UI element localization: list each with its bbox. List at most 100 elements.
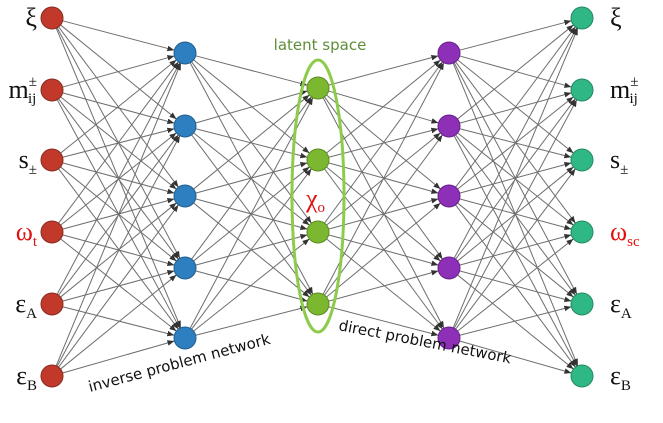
label-subscript: ij: [28, 91, 36, 107]
connection-edge: [55, 62, 182, 367]
input-node: [40, 148, 64, 172]
connection-edge: [322, 62, 445, 295]
label-main: ξ: [610, 3, 622, 32]
output-variable-label: ωsc: [610, 217, 640, 250]
connection-edge: [58, 168, 179, 330]
latent-node: [306, 220, 330, 244]
connection-edge: [455, 168, 576, 330]
connection-edge: [453, 135, 578, 367]
label-superscript: ±: [630, 74, 638, 90]
connection-edge: [58, 61, 179, 224]
latent-node: [306, 76, 330, 100]
output-variable-label: s±: [610, 145, 628, 178]
label-main: ε: [15, 289, 26, 318]
connection-edge: [189, 97, 314, 329]
latent-space-title: latent space: [274, 36, 367, 54]
connection-edge: [195, 234, 308, 266]
label-main: ε: [610, 361, 621, 390]
label-subscript: B: [27, 378, 37, 394]
input-node: [40, 78, 64, 102]
input-variable-label: εA: [15, 289, 37, 322]
connection-edge: [452, 27, 579, 329]
connection-edge: [58, 204, 179, 368]
latent-node: [306, 148, 330, 172]
label-main: ε: [16, 361, 27, 390]
connection-edge: [326, 59, 441, 154]
connection-edge: [56, 62, 181, 295]
connection-edge: [195, 305, 308, 336]
output-variable-label: εA: [610, 289, 632, 322]
connection-edge: [195, 128, 308, 159]
label-main: ω: [16, 217, 33, 246]
output-node: [570, 364, 594, 388]
output-node: [570, 6, 594, 30]
label-main: ε: [610, 289, 621, 318]
connection-edge: [193, 94, 310, 190]
connection-edge: [459, 19, 572, 51]
connection-edge: [191, 134, 312, 296]
input-node: [40, 6, 64, 30]
connection-edge: [60, 274, 177, 370]
input-variable-label: ξ: [25, 3, 37, 32]
output-variable-label: m±ij: [610, 74, 638, 107]
input-node: [40, 364, 64, 388]
label-subscript: ij: [629, 91, 637, 107]
latent-label-sub: o: [318, 200, 326, 216]
input-variable-label: εB: [16, 361, 37, 394]
connection-edge: [62, 306, 175, 337]
connection-edge: [62, 20, 175, 52]
connection-edge: [62, 55, 175, 88]
hidden-inverse-node: [173, 41, 197, 65]
input-node: [40, 220, 64, 244]
connection-edge: [60, 59, 177, 154]
connection-edge: [326, 202, 441, 298]
connection-edge: [328, 306, 439, 337]
input-variable-label: s±: [19, 145, 37, 178]
hidden-direct-node: [437, 114, 461, 138]
connection-edge: [328, 54, 439, 86]
latent-node: [306, 292, 330, 316]
latent-variable-label: χo: [305, 184, 325, 216]
connection-edge: [56, 135, 181, 367]
connection-edge: [322, 97, 445, 329]
label-subscript: A: [26, 306, 37, 322]
connection-edge: [62, 340, 175, 374]
connection-edge: [326, 238, 441, 332]
hidden-direct-node: [437, 41, 461, 65]
connection-edge: [195, 55, 308, 87]
hidden-inverse-node: [173, 326, 197, 350]
direct-network-caption: direct problem network: [337, 316, 513, 367]
connection-edge: [328, 198, 439, 230]
label-subscript: A: [621, 306, 632, 322]
output-node: [570, 78, 594, 102]
label-superscript: ±: [29, 74, 37, 90]
connection-edge: [62, 92, 175, 124]
connection-edge: [455, 26, 576, 188]
label-main: m: [610, 75, 630, 104]
connection-edge: [195, 270, 308, 302]
output-node: [570, 220, 594, 244]
connection-edge: [459, 340, 572, 374]
connection-edge: [193, 238, 310, 332]
input-node: [40, 292, 64, 316]
connection-edge: [453, 27, 578, 259]
connection-edge: [457, 274, 574, 370]
input-variable-label: ωt: [16, 217, 38, 250]
latent-label-main: χ: [305, 184, 318, 213]
connection-edge: [459, 92, 572, 124]
hidden-direct-node: [437, 184, 461, 208]
label-main: ω: [610, 217, 627, 246]
connection-edge: [457, 238, 574, 332]
connection-edge: [191, 96, 312, 260]
connection-edge: [324, 134, 443, 296]
connection-edge: [459, 270, 572, 302]
hidden-direct-node: [437, 326, 461, 350]
label-main: ξ: [25, 3, 37, 32]
input-variable-label: m±ij: [9, 74, 37, 107]
output-node: [570, 292, 594, 316]
label-main: m: [9, 75, 29, 104]
connection-edge: [459, 305, 572, 336]
label-subscript: ±: [29, 162, 37, 178]
